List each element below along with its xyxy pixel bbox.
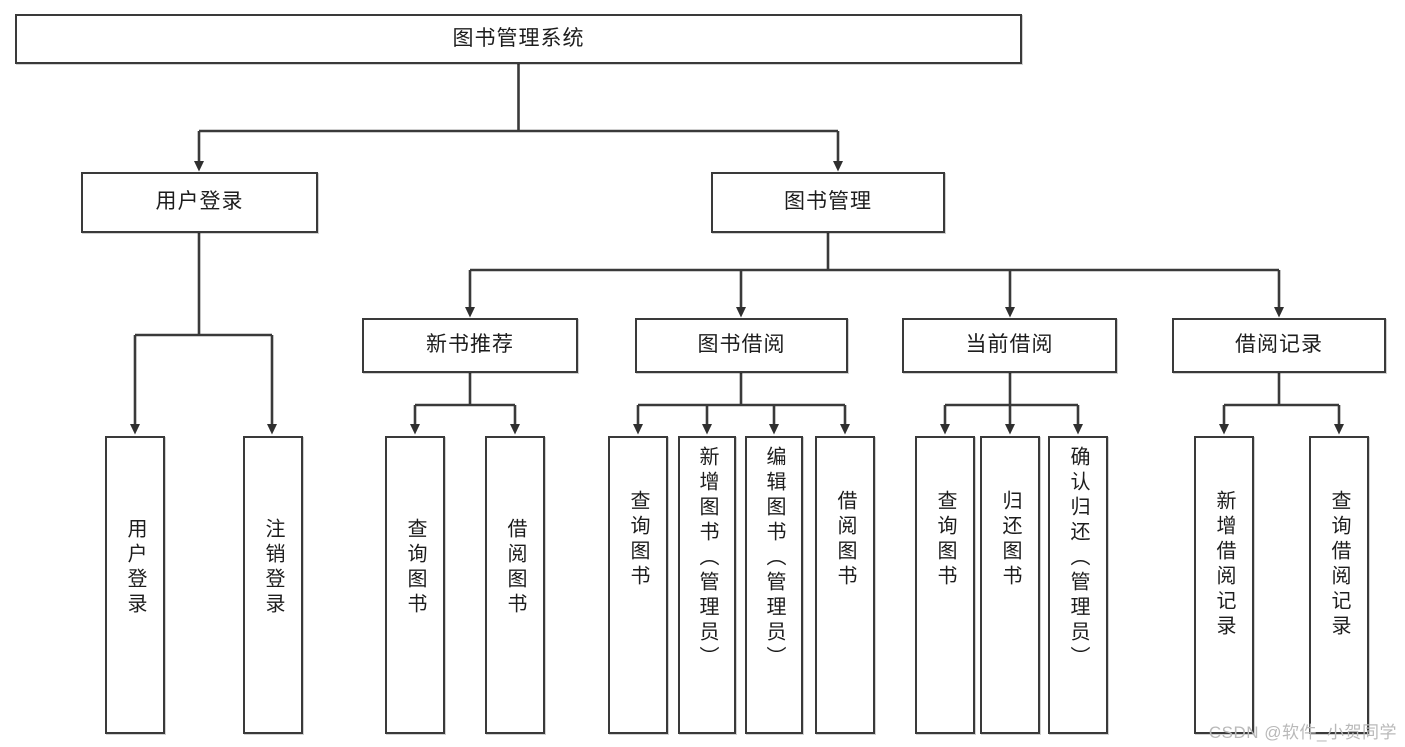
node-leaf-user-login-label: 用户登录 <box>124 518 146 618</box>
node-new-book-recommend[interactable]: 新书推荐 <box>362 318 578 373</box>
node-leaf-confirm-return-label: 确认归还（管理员） <box>1067 446 1089 671</box>
watermark-text: CSDN @软件_小贺同学 <box>1208 723 1397 742</box>
node-leaf-query-book-3-label: 查询图书 <box>934 490 956 590</box>
node-leaf-borrow-book-1[interactable]: 借阅图书 <box>485 436 545 734</box>
node-book-management-label: 图书管理 <box>784 190 872 214</box>
node-new-book-recommend-label: 新书推荐 <box>426 333 514 357</box>
node-leaf-query-book-2-label: 查询图书 <box>627 490 649 590</box>
node-leaf-add-record-label: 新增借阅记录 <box>1213 490 1235 640</box>
node-leaf-edit-book[interactable]: 编辑图书（管理员） <box>745 436 803 734</box>
node-leaf-query-book-3[interactable]: 查询图书 <box>915 436 975 734</box>
node-leaf-add-record[interactable]: 新增借阅记录 <box>1194 436 1254 734</box>
node-current-borrow[interactable]: 当前借阅 <box>902 318 1117 373</box>
node-leaf-query-book-1[interactable]: 查询图书 <box>385 436 445 734</box>
node-root[interactable]: 图书管理系统 <box>15 14 1022 64</box>
node-leaf-user-login[interactable]: 用户登录 <box>105 436 165 734</box>
node-leaf-query-record[interactable]: 查询借阅记录 <box>1309 436 1369 734</box>
node-leaf-borrow-book-1-label: 借阅图书 <box>504 518 526 618</box>
node-leaf-borrow-book-2[interactable]: 借阅图书 <box>815 436 875 734</box>
node-leaf-add-book[interactable]: 新增图书（管理员） <box>678 436 736 734</box>
node-book-management[interactable]: 图书管理 <box>711 172 945 233</box>
node-leaf-query-book-2[interactable]: 查询图书 <box>608 436 668 734</box>
node-leaf-user-logout-label: 注销登录 <box>262 518 284 618</box>
node-leaf-edit-book-label: 编辑图书（管理员） <box>763 446 785 671</box>
node-book-borrow-label: 图书借阅 <box>697 333 786 357</box>
node-borrow-record-label: 借阅记录 <box>1235 333 1323 357</box>
node-leaf-return-book[interactable]: 归还图书 <box>980 436 1040 734</box>
node-book-borrow[interactable]: 图书借阅 <box>635 318 848 373</box>
node-leaf-query-book-1-label: 查询图书 <box>404 518 426 618</box>
node-leaf-borrow-book-2-label: 借阅图书 <box>834 490 856 590</box>
node-leaf-confirm-return[interactable]: 确认归还（管理员） <box>1048 436 1108 734</box>
node-leaf-query-record-label: 查询借阅记录 <box>1328 490 1350 640</box>
node-leaf-user-logout[interactable]: 注销登录 <box>243 436 303 734</box>
node-user-login-label: 用户登录 <box>155 190 244 214</box>
node-leaf-add-book-label: 新增图书（管理员） <box>696 446 718 671</box>
node-leaf-return-book-label: 归还图书 <box>999 490 1021 590</box>
node-current-borrow-label: 当前借阅 <box>965 333 1054 357</box>
node-borrow-record[interactable]: 借阅记录 <box>1172 318 1386 373</box>
node-root-label: 图书管理系统 <box>452 26 585 50</box>
node-user-login[interactable]: 用户登录 <box>81 172 318 233</box>
